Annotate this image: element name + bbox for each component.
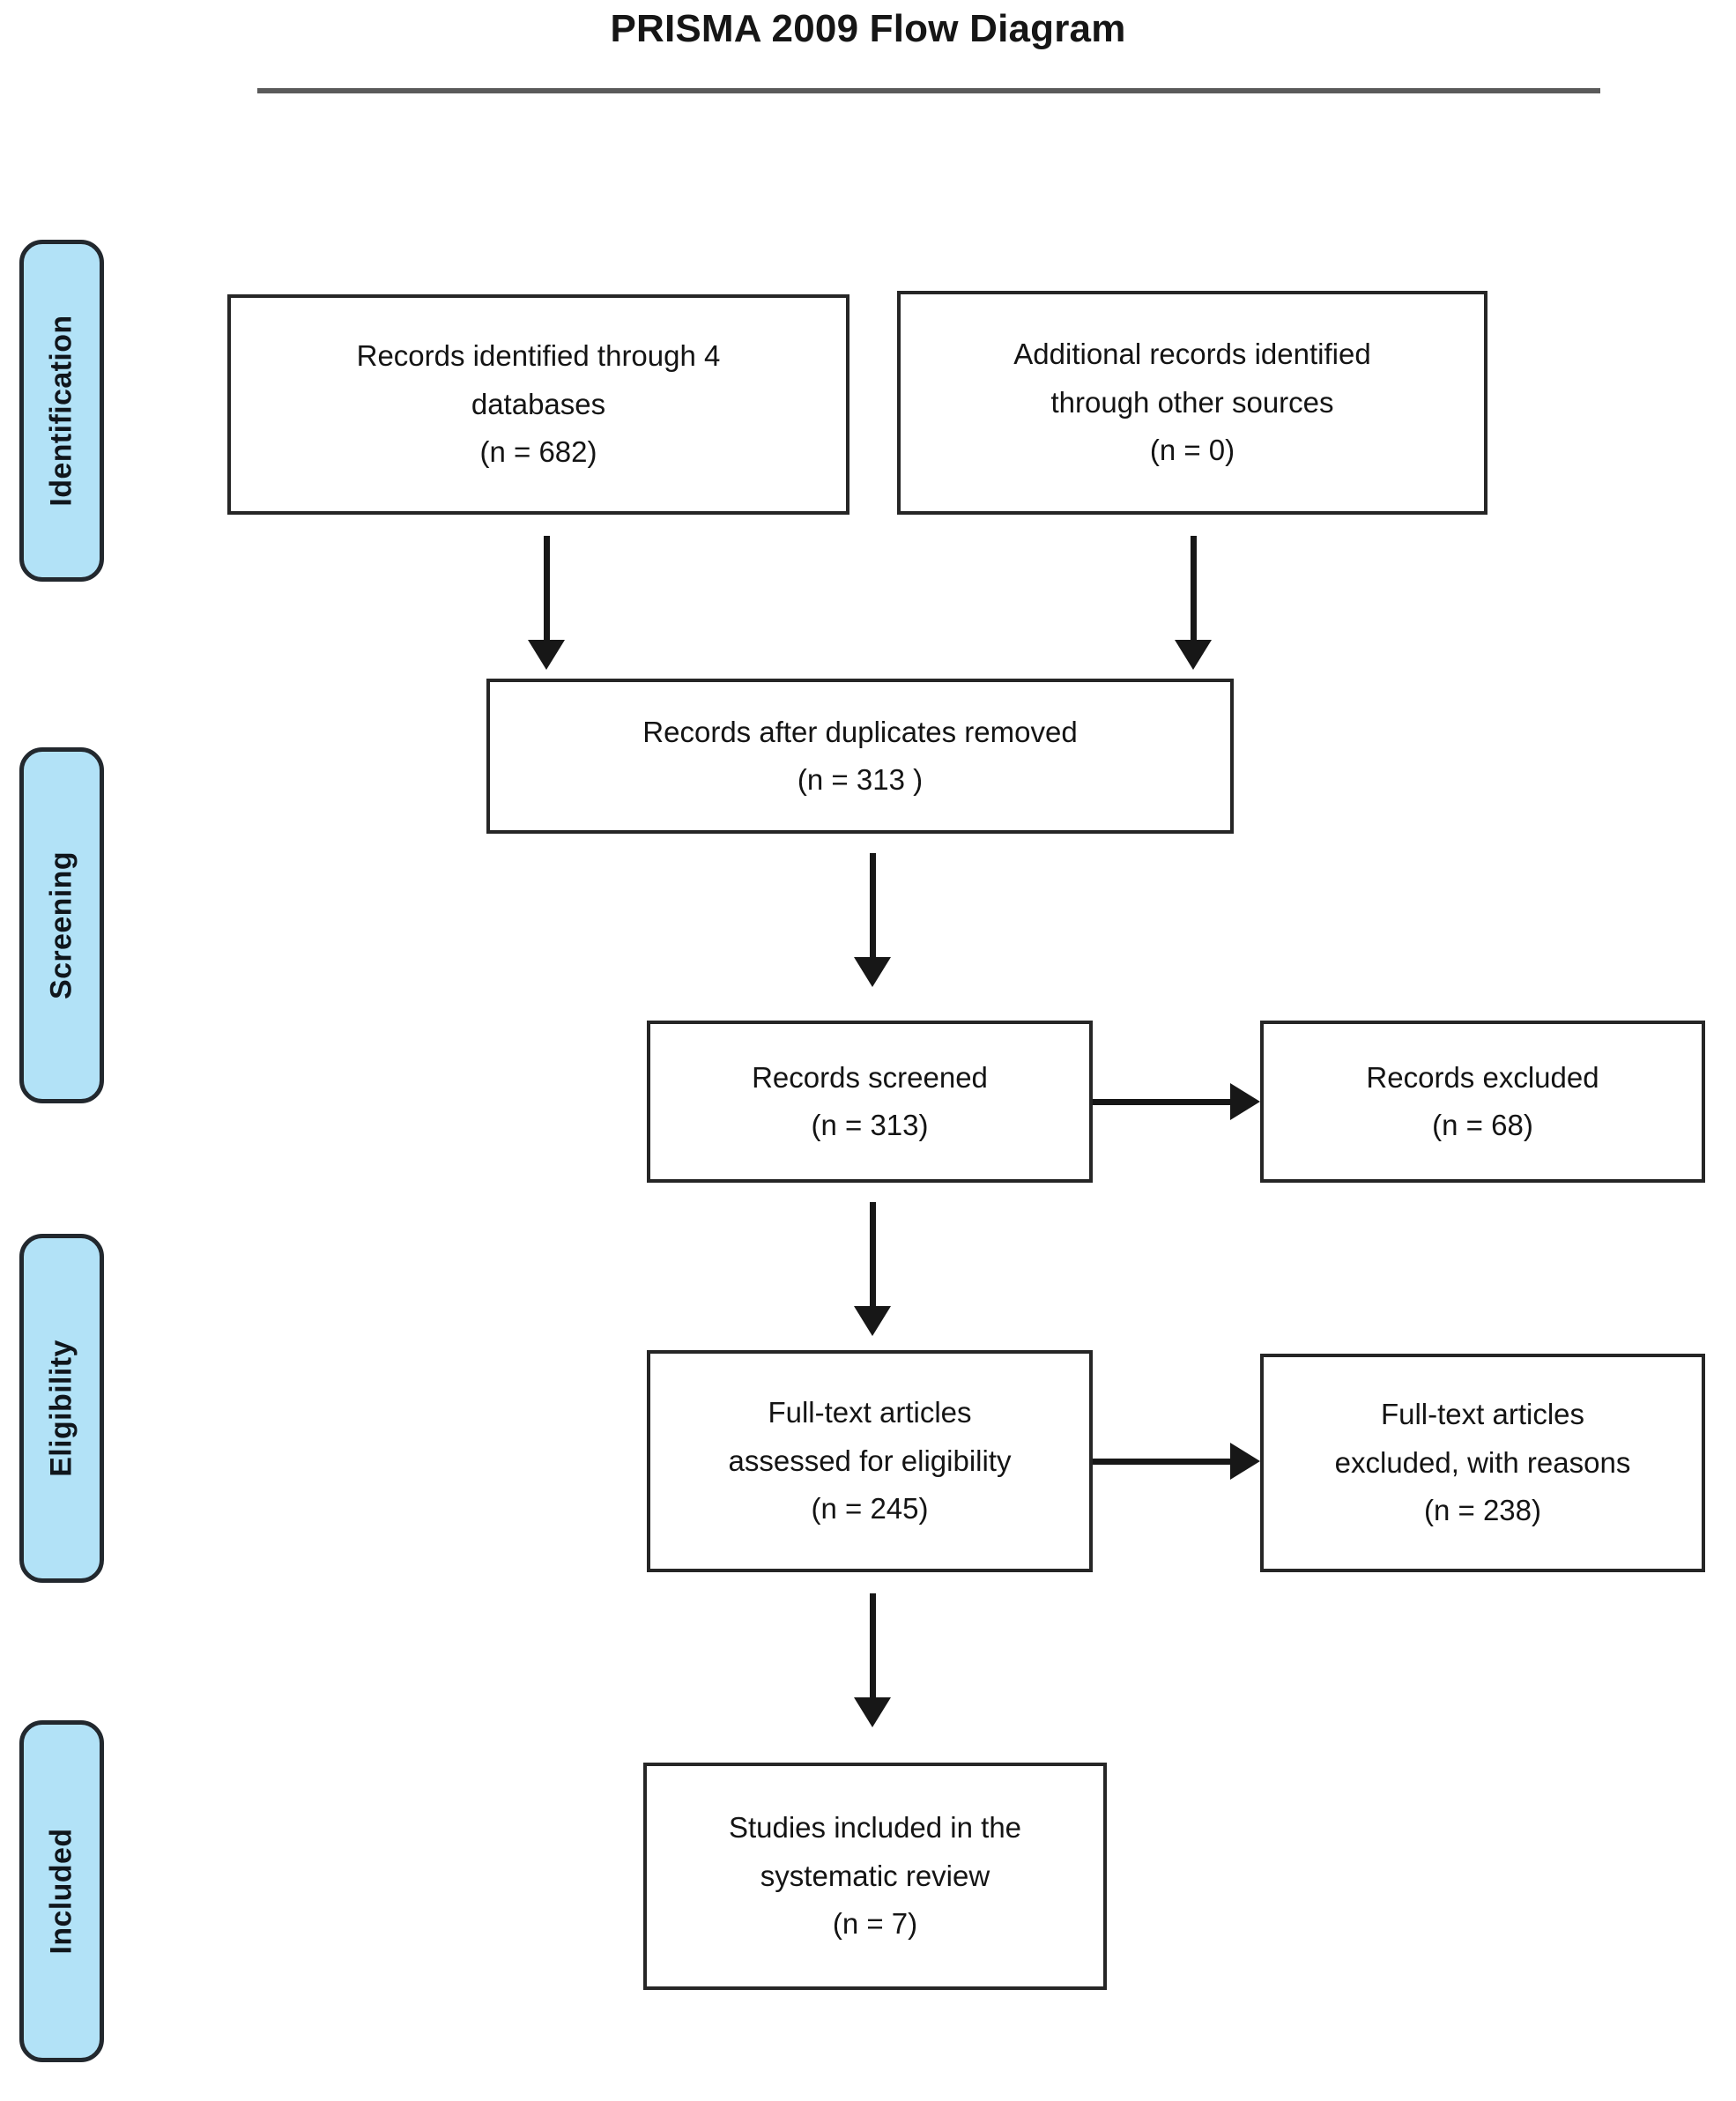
box-fulltext-assessed-eligibility: Full-text articles assessed for eligibil… [647,1350,1093,1572]
arrow-shaft [1093,1458,1230,1465]
stage-tab-eligibility: Eligibility [19,1234,104,1583]
box-line: Full-text articles [1380,1398,1585,1431]
page-title: PRISMA 2009 Flow Diagram [610,7,1126,50]
box-line: Records excluded [1366,1060,1599,1094]
arrow-shaft [869,1593,876,1697]
box-studies-included-systematic-review: Studies included in the systematic revie… [643,1763,1107,1990]
box-line: Studies included in the [728,1811,1022,1845]
box-line: Records identified through 4 [356,339,721,373]
box-line: assessed for eligibility [728,1444,1012,1477]
arrow-shaft [1190,536,1197,640]
stage-tab-included-label: Included [44,1828,78,1955]
arrow-fulltext-to-fulltext-excluded [1093,1442,1260,1481]
stage-tab-screening: Screening [19,747,104,1103]
stage-tab-identification: Identification [19,240,104,582]
arrow-fulltext-to-included [853,1593,892,1727]
arrow-shaft [1093,1098,1230,1105]
arrow-shaft [869,853,876,957]
box-line: (n = 0) [1149,434,1235,467]
box-line: systematic review [760,1859,990,1892]
box-records-screened: Records screened (n = 313) [647,1021,1093,1183]
stage-tab-identification-label: Identification [44,315,78,507]
arrow-screened-to-fulltext [853,1202,892,1336]
arrow-head [1230,1083,1260,1120]
box-line: through other sources [1050,385,1334,419]
arrow-head [528,640,565,670]
box-records-identified-databases: Records identified through 4 databases (… [227,294,849,515]
arrow-head [1175,640,1212,670]
arrow-screened-to-records-excluded [1093,1082,1260,1121]
stage-tab-screening-label: Screening [44,851,78,999]
box-fulltext-excluded-with-reasons: Full-text articles excluded, with reason… [1260,1354,1705,1572]
box-line: databases [471,387,606,420]
box-line: (n = 238) [1424,1494,1541,1527]
box-line: Records after duplicates removed [642,715,1078,748]
box-records-excluded: Records excluded (n = 68) [1260,1021,1705,1183]
box-line: excluded, with reasons [1334,1445,1631,1479]
arrow-head [854,1306,891,1336]
stage-tab-included: Included [19,1720,104,2062]
arrow-other-sources-to-duplicates [1174,536,1213,670]
arrow-shaft [543,536,550,640]
box-line: (n = 68) [1432,1109,1533,1141]
box-line: (n = 313) [811,1109,929,1141]
arrow-duplicates-to-screened [853,853,892,987]
box-line: Full-text articles [768,1396,972,1429]
arrow-head [1230,1443,1260,1480]
box-records-after-duplicates-removed: Records after duplicates removed (n = 31… [486,679,1234,834]
box-line: (n = 245) [811,1492,929,1526]
box-additional-records-other-sources: Additional records identified through ot… [897,291,1487,515]
arrow-identified-db-to-duplicates [527,536,566,670]
stage-tab-eligibility-label: Eligibility [44,1340,78,1477]
box-line: (n = 313 ) [797,763,924,796]
title-divider [257,88,1600,93]
arrow-head [854,957,891,987]
box-line: (n = 7) [832,1907,918,1941]
arrow-head [854,1697,891,1727]
box-line: Additional records identified [1013,338,1371,371]
arrow-shaft [869,1202,876,1306]
box-line: Records screened [752,1060,988,1094]
box-line: (n = 682) [479,435,597,469]
